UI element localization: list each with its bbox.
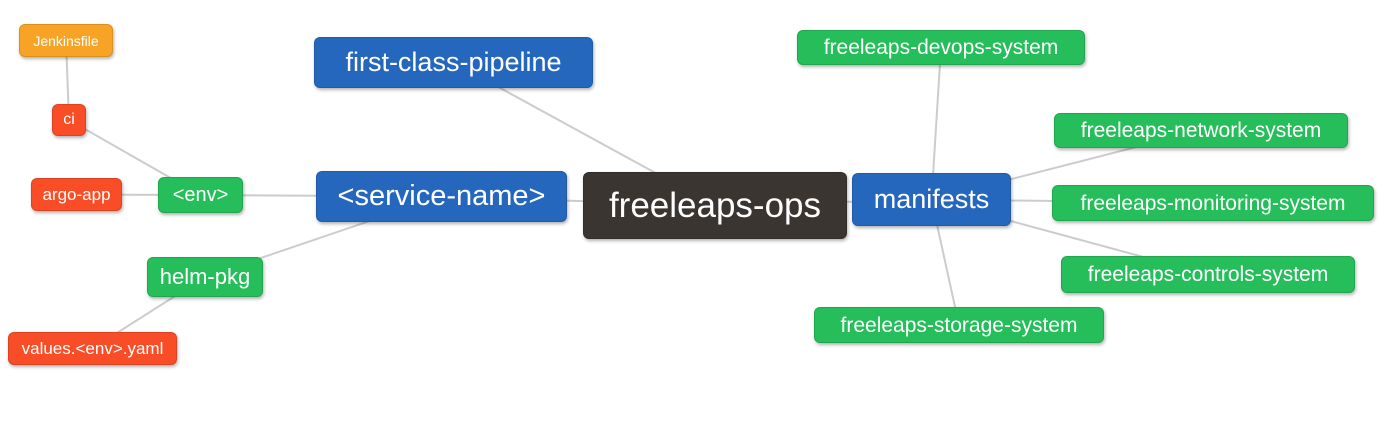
node-env[interactable]: <env> [158, 177, 243, 213]
node-manifests[interactable]: manifests [852, 173, 1011, 226]
node-first-class-pipeline[interactable]: first-class-pipeline [314, 37, 593, 88]
node-freeleaps-controls-system[interactable]: freeleaps-controls-system [1061, 256, 1355, 293]
node-freeleaps-ops[interactable]: freeleaps-ops [583, 172, 847, 239]
node-freeleaps-monitoring-system[interactable]: freeleaps-monitoring-system [1052, 185, 1374, 221]
node-service-name[interactable]: <service-name> [316, 171, 567, 222]
node-ci[interactable]: ci [52, 104, 86, 136]
node-freeleaps-storage-system[interactable]: freeleaps-storage-system [814, 307, 1104, 343]
node-argo-app[interactable]: argo-app [31, 178, 122, 211]
node-helm-pkg[interactable]: helm-pkg [147, 257, 263, 297]
node-jenkinsfile[interactable]: Jenkinsfile [19, 24, 113, 57]
node-freeleaps-devops-system[interactable]: freeleaps-devops-system [797, 30, 1085, 65]
node-freeleaps-network-system[interactable]: freeleaps-network-system [1054, 113, 1348, 148]
node-values-env-yaml[interactable]: values.<env>.yaml [8, 332, 177, 365]
